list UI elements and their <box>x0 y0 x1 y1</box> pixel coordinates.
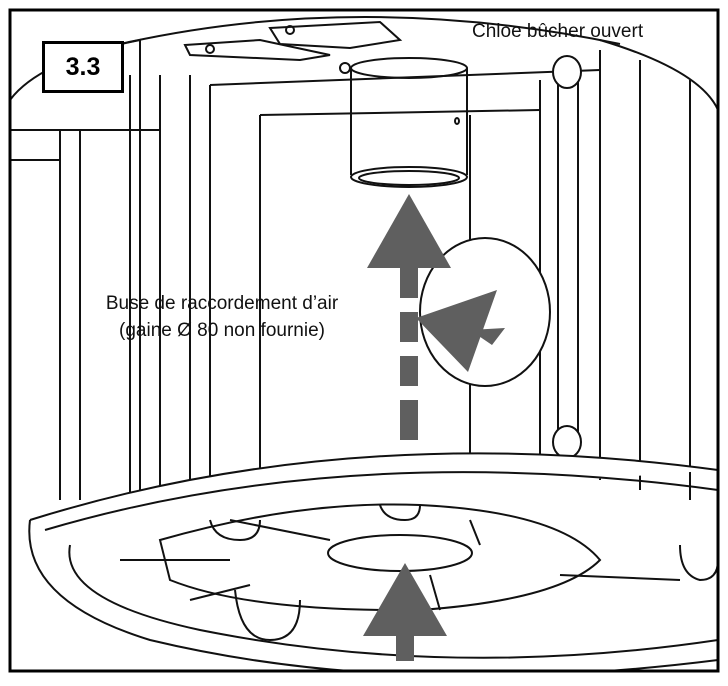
mounting-bracket <box>183 38 331 62</box>
dashed-arrow-icon <box>400 268 418 440</box>
rotating-base-plate <box>28 452 718 671</box>
stove-shell-right <box>599 39 718 111</box>
arrow-inward-icon <box>416 290 505 372</box>
callout-line-1: Buse de raccordement d’air <box>105 293 339 314</box>
arrow-up-icon <box>367 194 451 268</box>
stove-shell-left <box>10 38 141 500</box>
air-connection-nozzle <box>350 57 468 188</box>
arrow-up-bottom-icon <box>363 563 447 661</box>
top-caption: Chloe bûcher ouvert <box>472 21 644 42</box>
stove-shell-top <box>119 16 621 45</box>
step-number-badge: 3.3 <box>42 41 124 93</box>
callout-label: Buse de raccordement d’air (gaine Ø 80 n… <box>92 290 352 344</box>
callout-line-2: (gaine Ø 80 non fournie) <box>119 320 325 341</box>
figure-frame <box>8 8 720 673</box>
side-rail <box>552 55 582 459</box>
